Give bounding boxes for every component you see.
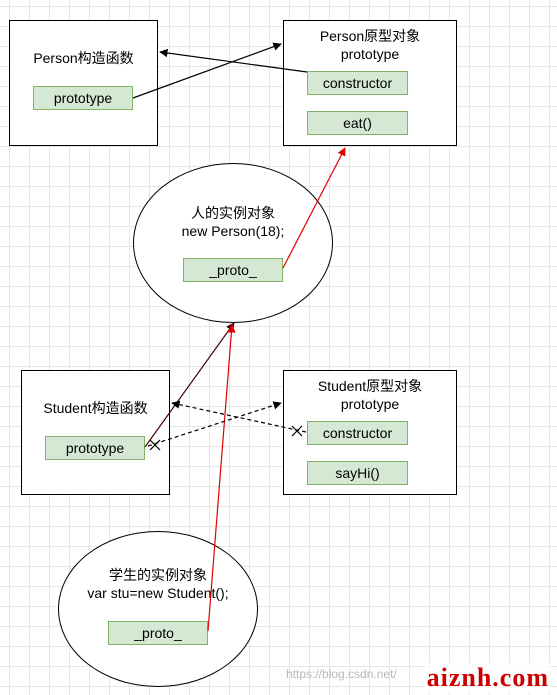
- source-watermark: https://blog.csdn.net/: [286, 667, 397, 681]
- student-instance-title-line2: var stu=new Student();: [87, 585, 229, 601]
- person-instance-title-line1: 人的实例对象: [191, 205, 275, 221]
- brand-logo-text: aiznh.com: [424, 663, 551, 693]
- student-instance-ellipse: [58, 531, 258, 687]
- student-instance-proto-field: _proto_: [108, 621, 208, 645]
- person-instance-title-line2: new Person(18);: [181, 223, 285, 239]
- student-prototype-constructor-field: constructor: [307, 421, 408, 445]
- person-prototype-title-line1: Person原型对象: [319, 28, 421, 44]
- student-prototype-title-line1: Student原型对象: [317, 378, 423, 394]
- person-prototype-eat-field: eat(): [307, 111, 408, 135]
- student-constructor-prototype-field: prototype: [45, 436, 145, 460]
- person-constructor-title: Person构造函数: [33, 50, 134, 66]
- person-constructor-prototype-field: prototype: [33, 86, 133, 110]
- person-constructor-box: [9, 20, 158, 146]
- person-instance-ellipse: [133, 163, 333, 323]
- student-prototype-title-line2: prototype: [340, 396, 400, 412]
- person-instance-proto-field: _proto_: [183, 258, 283, 282]
- person-prototype-constructor-field: constructor: [307, 71, 408, 95]
- student-constructor-title: Student构造函数: [43, 400, 148, 416]
- student-instance-title-line1: 学生的实例对象: [109, 567, 207, 583]
- person-prototype-title-line2: prototype: [340, 46, 400, 62]
- student-prototype-sayhi-field: sayHi(): [307, 461, 408, 485]
- student-constructor-box: [21, 370, 170, 495]
